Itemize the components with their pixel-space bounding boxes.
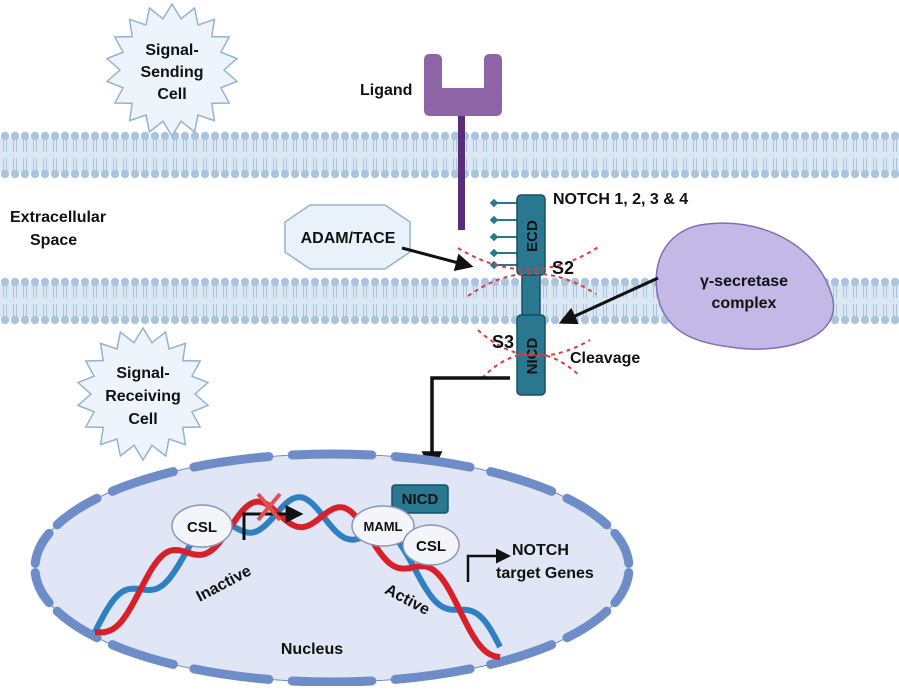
target-gene-arrow-icon <box>466 548 511 582</box>
signal-sending-membrane <box>0 131 899 179</box>
signal-receiving-line-2: Receiving <box>105 388 181 405</box>
starburst-shape <box>105 2 239 138</box>
starburst-shape <box>76 326 210 462</box>
s2-label: S2 <box>552 258 574 278</box>
target-label-line-1: NOTCH <box>512 542 569 559</box>
nicd-nuclear-box <box>391 484 449 514</box>
signal-sending-line-3: Cell <box>157 86 186 103</box>
signal-receiving-cell-burst: Signal- Receiving Cell <box>76 326 210 462</box>
extracellular-label-line-1: Extracellular <box>10 209 106 226</box>
dna-strand-blue <box>92 494 503 649</box>
cleavage-label: Cleavage <box>570 350 640 367</box>
gamma-label-line-2: complex <box>712 295 777 312</box>
gamma-label-line-1: γ-secretase <box>700 273 788 290</box>
nicd-nucleus-label: NICD <box>402 491 439 508</box>
nicd-translocation-arrow <box>421 376 510 473</box>
ligand-label: Ligand <box>360 82 412 99</box>
ligand-receptor-cup <box>424 54 502 116</box>
csl-left-bubble <box>171 504 233 548</box>
gamma-secretase-complex: γ-secretase complex <box>655 222 835 350</box>
notch-label: NOTCH 1, 2, 3 & 4 <box>553 191 688 208</box>
nicd-label: NICD <box>524 338 541 375</box>
maml-label: MAML <box>364 519 403 534</box>
ecd-label: ECD <box>524 220 541 252</box>
signal-receiving-line-1: Signal- <box>116 365 169 382</box>
nuclear-envelope <box>30 449 634 687</box>
s3-label: S3 <box>492 332 514 352</box>
signal-receiving-line-3: Cell <box>128 411 157 428</box>
adam-to-s2-arrow <box>401 246 474 272</box>
adam-label: ADAM/TACE <box>301 230 396 247</box>
gamma-to-s3-arrow <box>558 276 659 325</box>
target-label-line-2: target Genes <box>496 565 594 582</box>
ligand-stem <box>458 116 465 230</box>
signal-sending-line-2: Sending <box>140 64 203 81</box>
notch-receptor: ECD NICD NOTCH 1, 2, 3 & 4 <box>489 191 688 396</box>
nucleus-label: Nucleus <box>281 641 343 658</box>
dna-strand-red <box>94 498 501 660</box>
ecd-egf-repeats <box>489 198 517 270</box>
transcription-arrow-icon <box>242 505 304 540</box>
x-mark-icon <box>256 492 282 522</box>
extracellular-label-line-2: Space <box>30 232 77 249</box>
signal-sending-line-1: Signal- <box>145 42 198 59</box>
adam-tace-protease: ADAM/TACE <box>284 204 411 270</box>
signal-sending-cell-burst: Signal- Sending Cell <box>105 2 239 138</box>
csl-right-label: CSL <box>416 538 446 555</box>
adam-octagon <box>284 204 411 270</box>
csl-left-label: CSL <box>187 519 217 536</box>
ligand: Ligand <box>360 54 502 230</box>
csl-right-bubble <box>402 524 460 566</box>
cleavage-site-markers <box>457 245 601 379</box>
transmembrane-domain <box>521 274 541 316</box>
active-complex: NICD MAML CSL NOTCH target Genes Active <box>351 484 594 619</box>
maml-bubble <box>351 505 415 547</box>
dna-double-helix <box>92 494 503 660</box>
